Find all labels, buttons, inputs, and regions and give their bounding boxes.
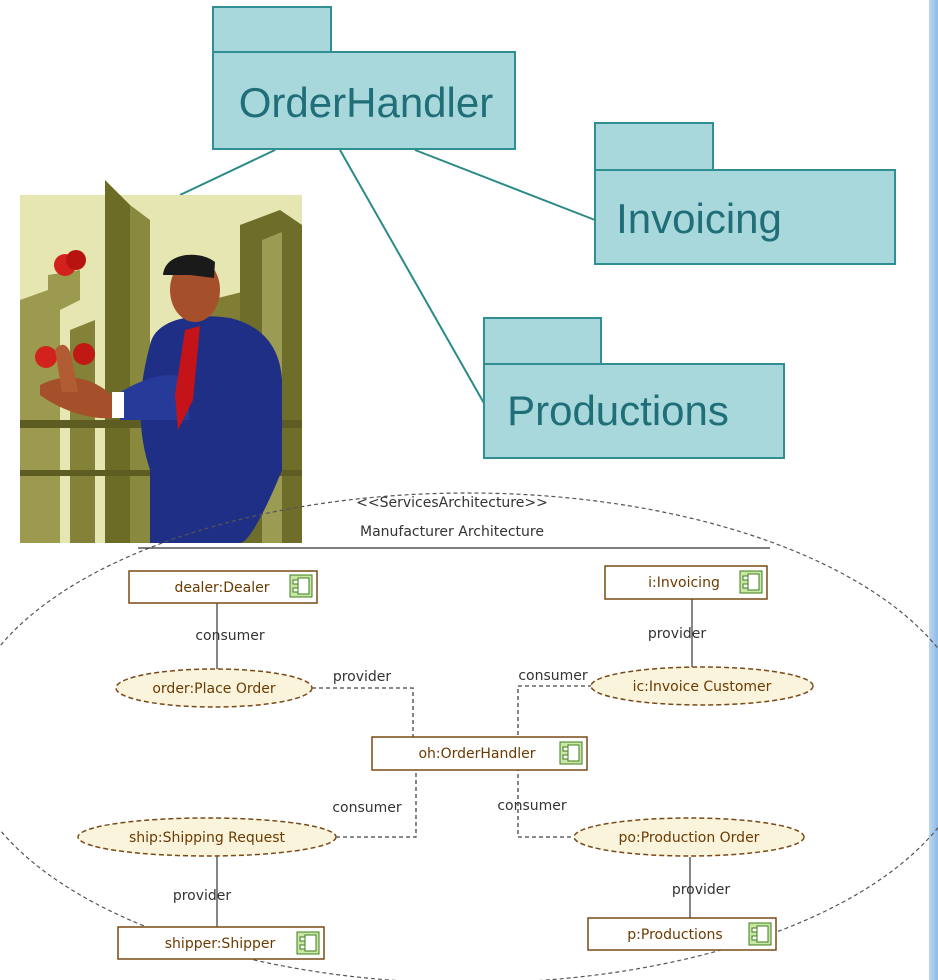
role-invoicing-invoice: provider	[648, 626, 707, 642]
package-orderhandler-label: OrderHandler	[239, 79, 493, 126]
role-dealer-order: consumer	[195, 628, 265, 644]
service-production-order[interactable]: po:Production Order	[573, 817, 805, 857]
part-dealer-label: dealer:Dealer	[174, 580, 269, 596]
right-edge-strip	[929, 0, 938, 980]
role-productions-production: provider	[672, 882, 731, 898]
part-invoicing[interactable]: i:Invoicing	[604, 565, 768, 600]
role-shipper-ship: provider	[173, 888, 232, 904]
service-invoice-customer[interactable]: ic:Invoice Customer	[590, 666, 814, 706]
component-icon	[739, 570, 763, 594]
part-dealer[interactable]: dealer:Dealer	[128, 570, 318, 604]
part-orderhandler[interactable]: oh:OrderHandler	[371, 736, 588, 771]
assoc-orderhandler-invoicing	[414, 149, 596, 221]
architecture-name: Manufacturer Architecture	[360, 524, 544, 540]
package-invoicing-label: Invoicing	[616, 195, 782, 242]
package-orderhandler[interactable]: OrderHandler	[212, 6, 516, 150]
component-icon	[289, 574, 313, 598]
part-invoicing-label: i:Invoicing	[648, 575, 720, 591]
part-shipper[interactable]: shipper:Shipper	[117, 926, 325, 960]
businessman-juggling-clipart	[20, 180, 302, 543]
role-oh-ship: consumer	[332, 800, 402, 816]
component-icon	[559, 741, 583, 765]
package-productions-label: Productions	[507, 387, 729, 434]
connectors	[216, 599, 693, 927]
assoc-orderhandler-productions	[339, 149, 486, 406]
service-place-order-label: order:Place Order	[152, 681, 276, 697]
part-orderhandler-label: oh:OrderHandler	[418, 746, 535, 762]
service-production-order-label: po:Production Order	[619, 830, 760, 846]
package-invoicing[interactable]: Invoicing	[594, 122, 896, 265]
service-shipping-request[interactable]: ship:Shipping Request	[77, 817, 337, 857]
role-oh-invoice: consumer	[518, 668, 588, 684]
architecture-boundary	[0, 492, 938, 980]
role-oh-production: consumer	[497, 798, 567, 814]
architecture-stereotype: <<ServicesArchitecture>>	[356, 495, 548, 511]
part-productions[interactable]: p:Productions	[587, 917, 777, 951]
service-shipping-request-label: ship:Shipping Request	[129, 830, 286, 846]
package-associations	[179, 149, 596, 406]
role-labels: consumer provider consumer provider cons…	[173, 626, 731, 904]
part-shipper-label: shipper:Shipper	[165, 936, 276, 952]
component-icon	[296, 931, 320, 955]
role-oh-order: provider	[333, 669, 392, 685]
part-productions-label: p:Productions	[627, 927, 722, 943]
assoc-orderhandler-clipart	[179, 149, 276, 196]
service-invoice-customer-label: ic:Invoice Customer	[633, 679, 772, 695]
component-icon	[748, 922, 772, 946]
package-productions[interactable]: Productions	[483, 317, 785, 459]
services-architecture: <<ServicesArchitecture>> Manufacturer Ar…	[0, 492, 938, 980]
service-place-order[interactable]: order:Place Order	[115, 668, 313, 708]
